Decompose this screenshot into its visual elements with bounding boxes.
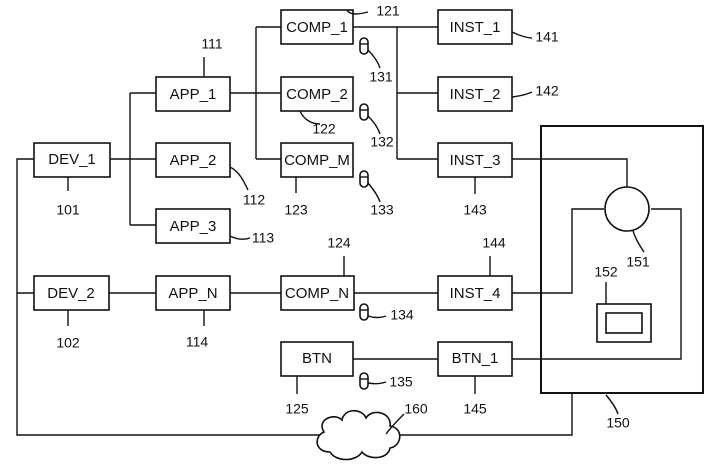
sensor-circle-151 <box>604 186 650 232</box>
app-n-label: APP_N <box>168 285 217 302</box>
ref-122: 122 <box>312 121 336 137</box>
app-3-label: APP_3 <box>170 218 217 235</box>
dev-2-label: DEV_2 <box>47 285 95 302</box>
ref-133: 133 <box>370 202 394 218</box>
ref-125: 125 <box>285 401 309 417</box>
btn-box: BTN <box>280 341 354 377</box>
comp-n-label: COMP_N <box>285 285 349 302</box>
ref-114: 114 <box>186 334 209 350</box>
ref-151: 151 <box>626 254 650 270</box>
leader-lines <box>67 9 645 435</box>
device-frame-150 <box>540 125 704 394</box>
ref-121: 121 <box>376 3 400 19</box>
ref-143: 143 <box>463 202 487 218</box>
ref-135: 135 <box>389 374 413 390</box>
storage-icon-133 <box>359 170 369 188</box>
inst-2-box: INST_2 <box>437 76 513 112</box>
ref-124: 124 <box>327 235 351 251</box>
storage-icon-131 <box>359 37 369 55</box>
app-2-label: APP_2 <box>170 152 217 169</box>
ref-101: 101 <box>56 202 80 218</box>
ref-152: 152 <box>594 264 618 280</box>
cloud-icon-160 <box>316 409 401 461</box>
storage-icon-132 <box>359 103 369 121</box>
ref-144: 144 <box>482 235 506 251</box>
ref-150: 150 <box>606 415 630 431</box>
inst-4-box: INST_4 <box>437 275 513 311</box>
dev-2-box: DEV_2 <box>33 275 110 311</box>
btn-1-label: BTN_1 <box>452 350 499 367</box>
btn-1-box: BTN_1 <box>437 341 513 377</box>
inst-4-label: INST_4 <box>450 285 501 302</box>
connection-lines <box>16 26 682 436</box>
comp-2-box: COMP_2 <box>280 76 354 112</box>
display-screen-152 <box>596 303 652 343</box>
comp-m-label: COMP_M <box>284 152 350 169</box>
ref-142: 142 <box>535 83 559 99</box>
btn-label: BTN <box>302 350 332 367</box>
dev-1-box: DEV_1 <box>33 142 111 178</box>
app-1-box: APP_1 <box>155 76 231 112</box>
ref-112: 112 <box>243 192 266 208</box>
ref-102: 102 <box>56 335 80 351</box>
ref-113: 113 <box>252 230 275 246</box>
ref-132: 132 <box>370 134 394 150</box>
ref-145: 145 <box>463 401 487 417</box>
ref-141: 141 <box>535 29 559 45</box>
app-n-box: APP_N <box>155 275 231 311</box>
ref-134: 134 <box>390 307 414 323</box>
app-1-label: APP_1 <box>170 86 217 103</box>
inst-1-label: INST_1 <box>450 19 501 36</box>
ref-131: 131 <box>369 69 393 85</box>
comp-1-box: COMP_1 <box>280 9 354 45</box>
ref-111: 111 <box>201 36 222 52</box>
app-2-box: APP_2 <box>155 142 231 178</box>
comp-2-label: COMP_2 <box>286 86 348 103</box>
storage-icon-134 <box>359 303 369 321</box>
app-3-box: APP_3 <box>155 208 231 244</box>
dev-1-label: DEV_1 <box>48 151 96 168</box>
ref-123: 123 <box>284 202 308 218</box>
comp-1-label: COMP_1 <box>286 19 348 36</box>
inst-3-box: INST_3 <box>437 142 513 178</box>
comp-m-box: COMP_M <box>280 142 354 178</box>
inst-3-label: INST_3 <box>450 152 501 169</box>
ref-160: 160 <box>404 401 428 417</box>
comp-n-box: COMP_N <box>280 275 355 311</box>
inst-1-box: INST_1 <box>437 9 513 45</box>
storage-icon-135 <box>359 372 369 390</box>
inst-2-label: INST_2 <box>450 86 501 103</box>
